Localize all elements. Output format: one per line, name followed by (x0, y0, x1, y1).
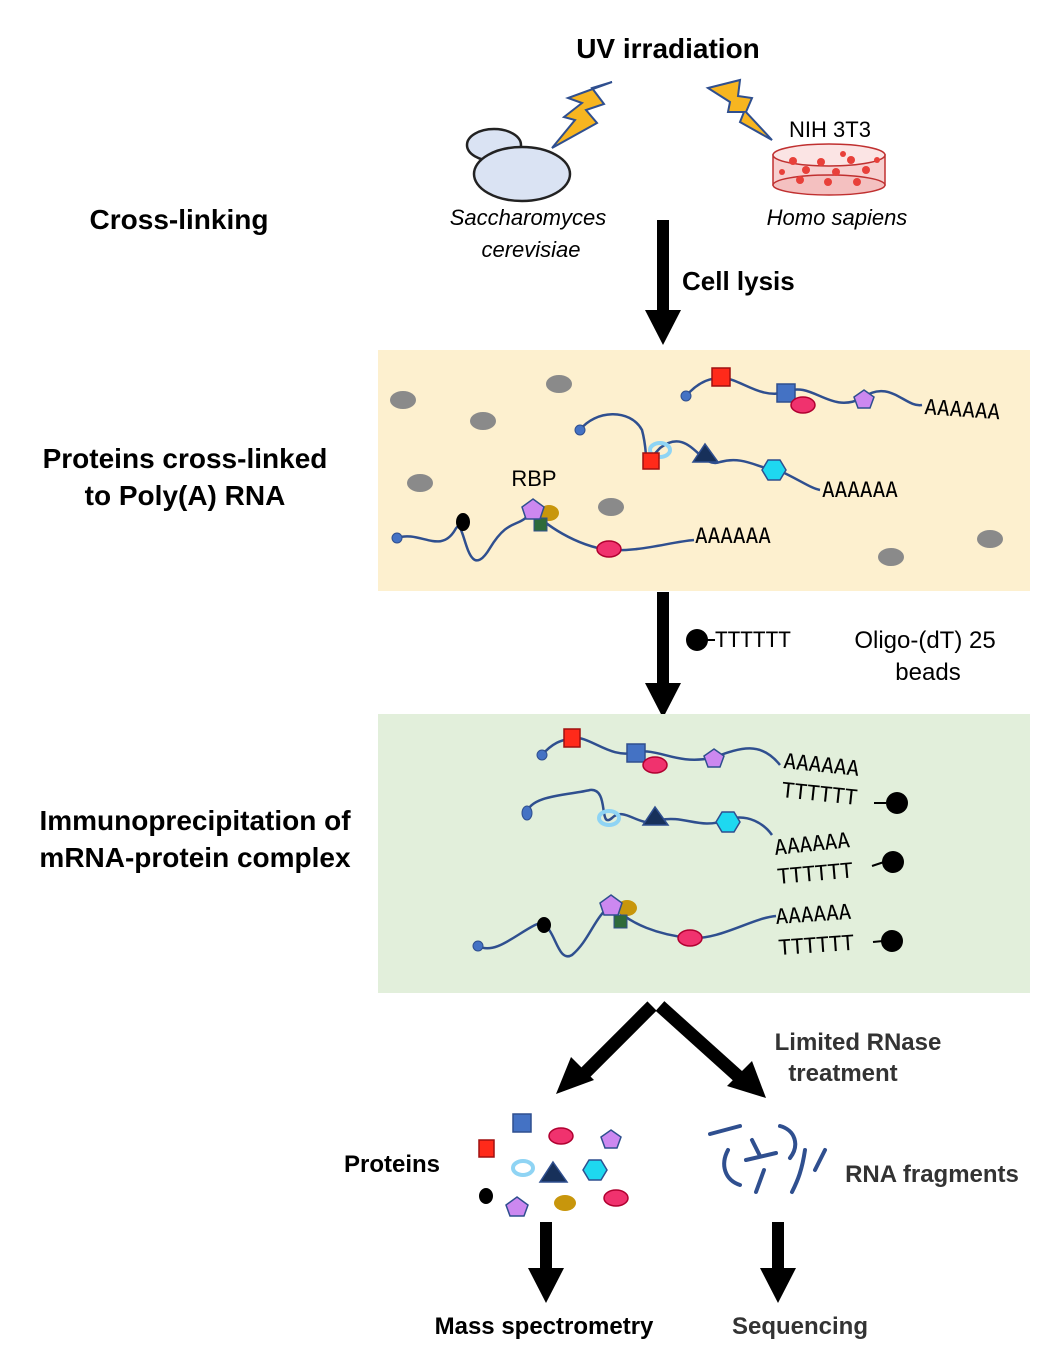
protein-purple-pentagon (600, 1129, 622, 1149)
protein-blue-square (776, 383, 796, 403)
free-protein-dots (390, 375, 1003, 566)
ip-panel (378, 714, 1030, 993)
poly-a-tail-1: AAAAAA (924, 395, 1002, 424)
proteins-crosslinked-line1: Proteins cross-linked (43, 443, 328, 474)
poly-a-tail-2: AAAAAA (822, 478, 898, 502)
rna-fragments-icon (708, 1124, 827, 1194)
bead-icon (886, 792, 908, 814)
protein-dark-triangle (691, 442, 720, 463)
captured-mrna-1 (536, 728, 781, 774)
protein-green-square (533, 517, 548, 532)
protein-black-oval (456, 513, 470, 531)
cell-lysis-label: Cell lysis (682, 266, 795, 296)
protein-purple-pentagon (853, 389, 875, 409)
oligo-dt-legend-text: TTTTTT (715, 628, 791, 652)
lightning-bolt-right-icon (705, 78, 773, 141)
rnase-line1: Limited RNase (775, 1029, 942, 1056)
protein-cyan-hexagon (715, 811, 741, 833)
protein-red-square (563, 728, 581, 748)
protein-blue-square (626, 743, 646, 763)
mass-spec-arrow (528, 1222, 564, 1303)
bead-icon (686, 629, 708, 651)
protein-red-square (478, 1139, 495, 1158)
yeast-species-line1: Saccharomyces (450, 205, 607, 230)
protein-pink-oval (642, 756, 668, 774)
ip-step-line2: mRNA-protein complex (39, 842, 351, 873)
oligo-dt-ip-3: TTTTTT (778, 931, 856, 960)
proteins-label: Proteins (344, 1151, 440, 1178)
mrna-strand-3 (391, 498, 695, 562)
mrna-strand-1 (680, 367, 923, 414)
capture-arrow (645, 592, 681, 718)
protein-dark-triangle (641, 805, 670, 826)
bead-icon (881, 930, 903, 952)
released-proteins (478, 1113, 629, 1217)
beads-label-line1: Oligo-(dT) 25 (854, 627, 995, 654)
cell-line-label: NIH 3T3 (789, 117, 871, 142)
protein-purple-pentagon (521, 498, 545, 520)
protein-pink-oval (790, 396, 816, 414)
protein-cyan-hexagon (761, 459, 787, 481)
split-arrows (556, 1001, 766, 1098)
rbp-label: RBP (511, 466, 556, 491)
cell-lysis-arrow (645, 220, 681, 345)
protein-purple-pentagon (505, 1196, 529, 1217)
protein-gold-oval (554, 1195, 576, 1211)
protein-green-square (613, 914, 628, 929)
yeast-cell-icon (465, 127, 572, 203)
lightning-bolt-left-icon (551, 81, 613, 149)
protein-lightblue-ring (597, 809, 621, 827)
uv-irradiation-label: UV irradiation (576, 33, 760, 64)
poly-a-tail-3: AAAAAA (695, 524, 771, 548)
ip-step-line1: Immunoprecipitation of (39, 805, 351, 836)
protein-blue-square (512, 1113, 532, 1133)
protein-red-square (642, 452, 660, 470)
protein-cyan-hexagon (582, 1159, 608, 1181)
petri-dish-icon (772, 143, 886, 196)
protein-red-square (711, 367, 731, 387)
protein-pink-oval (677, 929, 703, 947)
protein-black-oval (537, 917, 551, 933)
bead-icon (882, 851, 904, 873)
protein-lightblue-ring (511, 1159, 535, 1177)
protein-pink-oval (548, 1127, 574, 1145)
mass-spec-label: Mass spectrometry (435, 1313, 654, 1340)
mrna-strand-2 (574, 413, 821, 492)
proteins-crosslinked-line2: to Poly(A) RNA (85, 480, 286, 511)
crosslinking-step-label: Cross-linking (90, 204, 269, 235)
oligo-dt-bead-legend (686, 629, 715, 651)
protein-black-oval (479, 1188, 493, 1204)
sequencing-arrow (760, 1222, 796, 1303)
protein-purple-pentagon (599, 894, 623, 916)
protein-pink-oval (603, 1189, 629, 1207)
beads-label-line2: beads (895, 659, 960, 686)
yeast-species-line2: cerevisiae (481, 237, 580, 262)
protein-purple-pentagon (703, 748, 725, 768)
captured-mrna-2 (521, 788, 774, 836)
lysate-panel (378, 350, 1030, 591)
protein-lightblue-ring (648, 441, 672, 459)
protein-dark-triangle (538, 1160, 569, 1183)
protein-pink-oval (596, 540, 622, 558)
rnase-line2: treatment (788, 1060, 897, 1087)
human-species-label: Homo sapiens (767, 205, 908, 230)
captured-mrna-3 (472, 894, 777, 958)
sequencing-label: Sequencing (732, 1313, 868, 1340)
poly-a-ip-3: AAAAAA (775, 900, 853, 929)
rna-fragments-label: RNA fragments (845, 1161, 1019, 1188)
